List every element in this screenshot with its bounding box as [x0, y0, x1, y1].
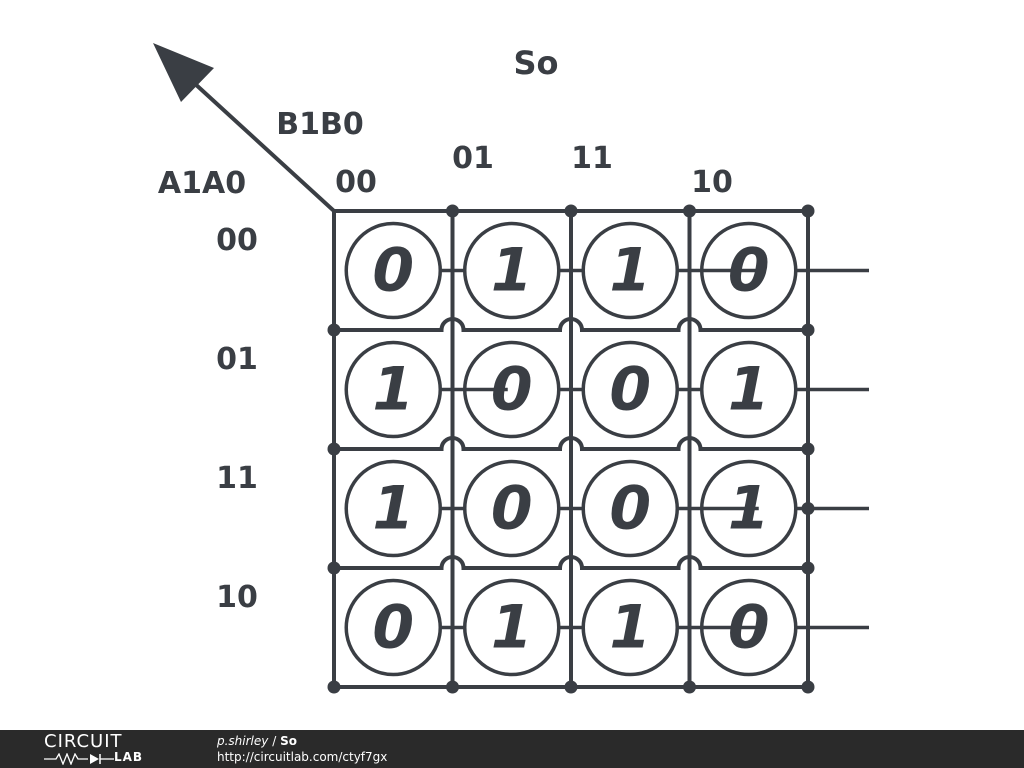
- junction-dot: [564, 204, 578, 218]
- cell-value: 0: [491, 474, 533, 544]
- cell-value: 0: [372, 236, 414, 306]
- credits: p.shirley / So http://circuitlab.com/cty…: [217, 733, 387, 765]
- cell-value: 1: [609, 236, 651, 306]
- junction-dot: [564, 680, 578, 694]
- circuit-title: So: [280, 734, 297, 748]
- cell-value: 0: [609, 355, 651, 425]
- circuit-url-link[interactable]: http://circuitlab.com/ctyf7gx: [217, 750, 388, 764]
- junction-dot: [327, 442, 341, 456]
- corner-diagonal-arrow-line: [191, 80, 336, 213]
- cell-value: 1: [372, 355, 414, 425]
- junction-dot: [801, 204, 815, 218]
- junction-dot: [327, 680, 341, 694]
- circuitlab-logo: CIRCUIT LAB: [44, 733, 174, 767]
- map-title: So: [513, 44, 558, 82]
- karnaugh-grid: [327, 204, 815, 694]
- footer-bar: CIRCUIT LAB p.shirley / So http://circui…: [0, 730, 1024, 768]
- logo-text-lab: LAB: [114, 750, 144, 764]
- row-header-2: 11: [216, 461, 258, 496]
- junction-dot: [327, 561, 341, 575]
- junction-dot: [801, 680, 815, 694]
- column-header-0: 00: [335, 165, 377, 200]
- credits-line-1: p.shirley / So: [217, 733, 387, 749]
- row-variable-label: A1A0: [158, 166, 246, 201]
- cell-value: 0: [372, 593, 414, 663]
- column-header-2: 11: [571, 141, 613, 176]
- resistor-squiggle-icon: [44, 753, 114, 765]
- credits-separator: /: [272, 734, 277, 748]
- junction-dot: [446, 680, 459, 694]
- cell-value: 1: [728, 355, 770, 425]
- cell-value: 0: [609, 474, 651, 544]
- junction-dot: [801, 561, 815, 575]
- column-header-3: 10: [691, 165, 733, 200]
- row-header-3: 10: [216, 580, 258, 615]
- row-header-1: 01: [216, 342, 258, 377]
- junction-dot: [801, 323, 815, 337]
- row-header-0: 00: [216, 223, 258, 258]
- junction-dot: [683, 680, 696, 694]
- cell-value: 1: [372, 474, 414, 544]
- junction-dot: [327, 323, 341, 337]
- junction-dot: [683, 204, 696, 218]
- column-header-1: 01: [452, 141, 494, 176]
- author-link[interactable]: p.shirley: [217, 734, 269, 748]
- arrow-head-icon: [153, 43, 214, 102]
- cell-value: 1: [491, 236, 533, 306]
- column-variable-label: B1B0: [276, 107, 363, 142]
- cell-value: 1: [491, 593, 533, 663]
- junction-dot: [446, 204, 459, 218]
- junction-dot: [801, 442, 815, 456]
- logo-text-circuit: CIRCUIT: [44, 731, 123, 752]
- cell-value: 1: [609, 593, 651, 663]
